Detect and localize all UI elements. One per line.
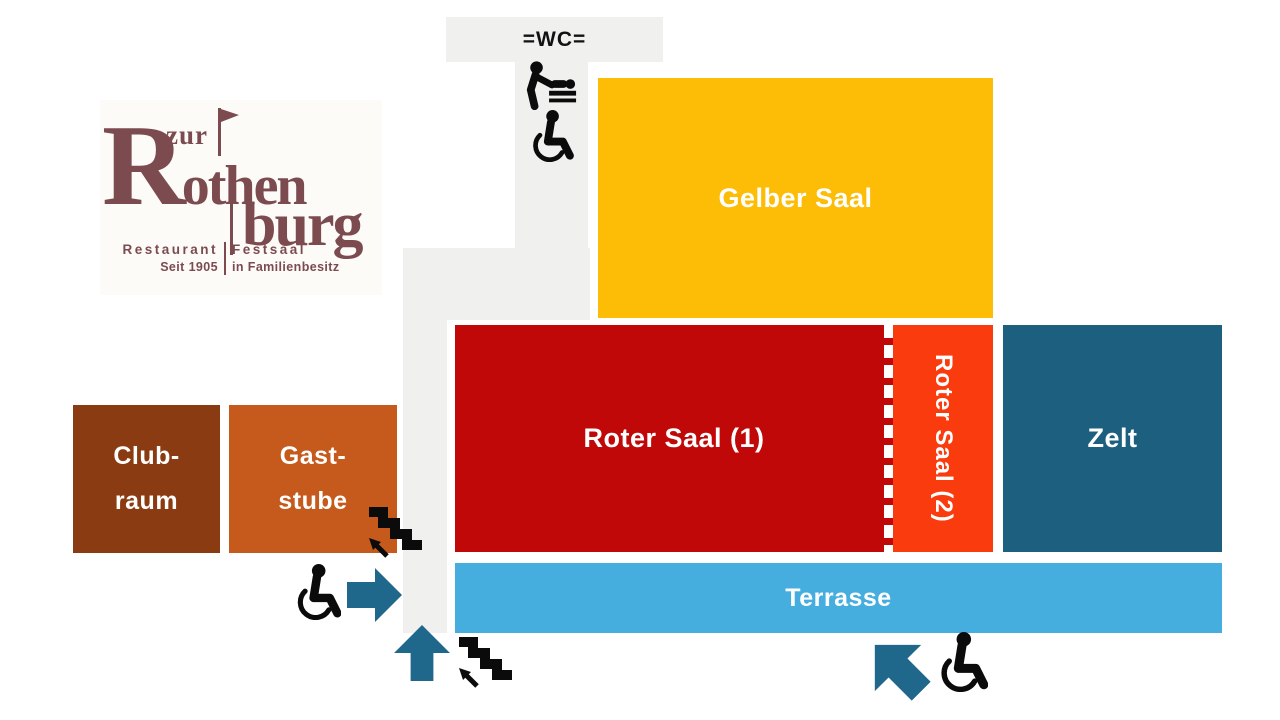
- corridor-middle: [403, 248, 590, 320]
- stairs-up-icon: [452, 636, 514, 690]
- room-label-line2: stube: [278, 487, 348, 515]
- room-divider-dashed-line: [884, 325, 893, 552]
- room-label: Roter Saal (2): [930, 354, 957, 523]
- logo-tagline-seit: Seit 1905: [160, 259, 218, 274]
- logo-tagline-festsaal: Festsaal: [232, 242, 307, 257]
- logo-initial: R: [102, 102, 186, 230]
- wheelchair-icon: [936, 632, 988, 692]
- room-label: Roter Saal (1): [583, 423, 765, 453]
- stairs-up-icon: [360, 506, 426, 560]
- room-gelber-saal: Gelber Saal: [598, 78, 993, 318]
- room-label-line1: Gast-: [279, 442, 347, 470]
- wheelchair-icon: [528, 110, 574, 162]
- room-label: Gelber Saal: [718, 182, 873, 213]
- restaurant-logo: zur Rothen burg Restaurant Festsaal Seit…: [100, 100, 382, 295]
- room-roter-saal-1: Roter Saal (1): [455, 325, 893, 552]
- logo-tagline-familienbesitz: in Familienbesitz: [232, 259, 340, 274]
- entrance-arrow-right-icon: [346, 566, 404, 624]
- room-clubraum: Club- raum: [73, 405, 220, 553]
- logo-zur-text: zur: [166, 120, 208, 150]
- corridor-entrance: [403, 320, 447, 633]
- room-gaststube: Gast- stube: [229, 405, 397, 553]
- logo-name-line2: burg: [230, 194, 363, 256]
- room-label-line2: raum: [114, 487, 179, 515]
- wc-label: =WC=: [522, 27, 587, 51]
- logo-taglines: Restaurant Festsaal Seit 1905 in Familie…: [106, 242, 358, 275]
- logo-flag-icon: [218, 108, 239, 156]
- room-zelt: Zelt: [1003, 325, 1222, 552]
- baby-changing-station-icon: [524, 60, 578, 110]
- room-label-line1: Club-: [113, 442, 180, 470]
- logo-tagline-restaurant: Restaurant: [122, 242, 218, 257]
- room-roter-saal-2: Roter Saal (2): [893, 325, 993, 552]
- room-label: Terrasse: [785, 583, 892, 612]
- entrance-arrow-up-left-icon: [849, 619, 948, 718]
- logo-name-line1: Rothen: [102, 108, 308, 224]
- logo-name-rest: othen: [181, 155, 308, 217]
- room-label: Zelt: [1087, 423, 1138, 453]
- wheelchair-icon: [293, 564, 341, 620]
- logo-divider: [218, 242, 232, 275]
- entrance-arrow-up-icon: [391, 624, 453, 682]
- corridor-wc-area: =WC=: [446, 17, 663, 62]
- room-terrasse: Terrasse: [455, 563, 1222, 633]
